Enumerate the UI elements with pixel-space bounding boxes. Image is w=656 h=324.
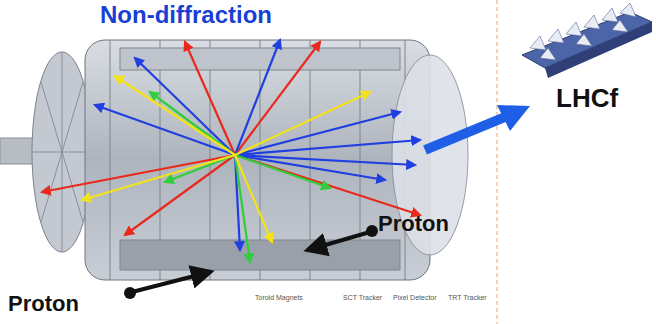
part-name: Toroid Magnets — [255, 294, 303, 302]
endcap-wheel — [32, 52, 92, 252]
detector-label: LHCf — [556, 84, 618, 113]
barrel — [85, 40, 430, 280]
proton-arrow — [124, 272, 210, 299]
forward-arrow — [425, 105, 530, 150]
part-name: SCT Tracker — [343, 294, 382, 302]
particle-tracks — [42, 40, 420, 262]
beam-label: Proton — [8, 292, 79, 316]
separator-line — [497, 0, 498, 324]
proton-arrow — [308, 225, 378, 250]
part-name: TRT Tracker — [448, 294, 487, 302]
beam-label: Proton — [378, 212, 449, 236]
diagram-title: Non-diffraction — [100, 2, 272, 28]
part-name: Pixel Detector — [393, 294, 437, 302]
lhcf-detector — [522, 3, 652, 78]
